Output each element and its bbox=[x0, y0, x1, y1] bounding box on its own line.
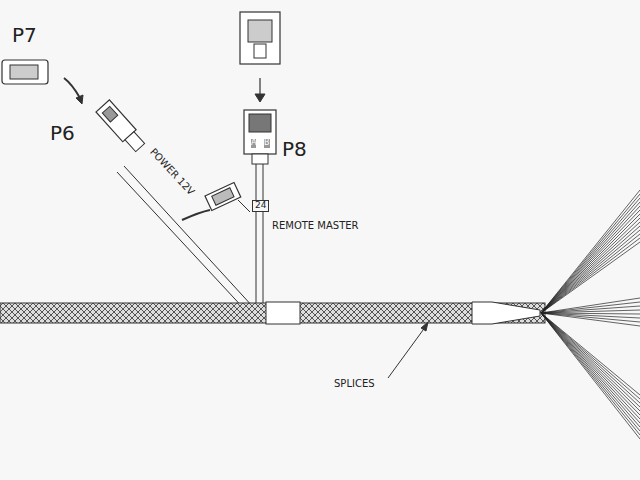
connector-mate bbox=[240, 12, 280, 102]
wire bbox=[541, 313, 640, 407]
wire-fanout bbox=[541, 190, 640, 439]
wire bbox=[541, 313, 640, 431]
branch-wire bbox=[256, 162, 263, 308]
wire bbox=[541, 190, 640, 313]
part-name: P7 bbox=[12, 24, 37, 46]
wire bbox=[541, 313, 640, 419]
leader-line bbox=[388, 322, 428, 378]
wire bbox=[541, 298, 640, 313]
part-name: P8 bbox=[282, 138, 307, 160]
pin-name: A bbox=[251, 139, 256, 148]
wire bbox=[541, 210, 640, 313]
wire bbox=[541, 218, 640, 313]
wire bbox=[541, 306, 640, 313]
signal-name: POWER 12V bbox=[148, 146, 197, 197]
wire bbox=[541, 313, 640, 395]
signal-name: REMOTE MASTER bbox=[272, 220, 359, 231]
wire bbox=[541, 214, 640, 313]
callout-number: 24 bbox=[252, 200, 269, 212]
wire bbox=[541, 313, 640, 415]
wire bbox=[541, 222, 640, 313]
wire bbox=[541, 234, 640, 313]
wire bbox=[541, 310, 640, 313]
wire bbox=[541, 313, 640, 439]
wire bbox=[541, 313, 640, 399]
pin-name: B bbox=[264, 139, 270, 148]
part-name: P6 bbox=[50, 122, 75, 144]
wire bbox=[541, 206, 640, 313]
braided-harness bbox=[0, 303, 545, 323]
wire bbox=[541, 313, 640, 326]
wire bbox=[541, 313, 640, 423]
wire bbox=[541, 198, 640, 313]
wire bbox=[541, 226, 640, 313]
wire bbox=[541, 230, 640, 313]
wire bbox=[541, 302, 640, 313]
connector-p6 bbox=[96, 100, 147, 154]
connector-p8 bbox=[244, 110, 276, 164]
wire bbox=[541, 238, 640, 313]
sleeve bbox=[472, 302, 540, 324]
wire bbox=[541, 313, 640, 322]
wire bbox=[541, 202, 640, 313]
wire bbox=[541, 194, 640, 313]
wire bbox=[541, 242, 640, 313]
sleeve bbox=[266, 302, 300, 324]
callout-label: SPLICES bbox=[334, 378, 375, 389]
wire bbox=[541, 313, 640, 403]
wire bbox=[541, 313, 640, 435]
connector-p7 bbox=[2, 60, 83, 104]
wire bbox=[541, 313, 640, 427]
wire bbox=[541, 313, 640, 411]
